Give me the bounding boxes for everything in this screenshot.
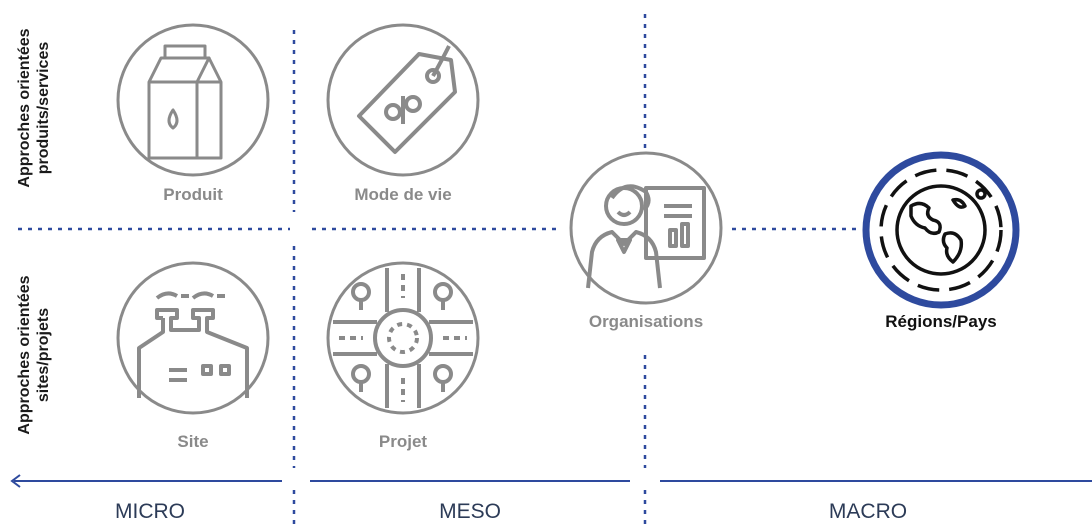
axis-label-products-services: Approches orientées produits/services <box>15 8 55 208</box>
price-tag-icon <box>326 23 480 177</box>
node-label-mode-de-vie: Mode de vie <box>354 185 452 204</box>
factory-icon <box>116 261 270 415</box>
node-label-organisations: Organisations <box>588 312 704 331</box>
axis-label-sites-projects-text: Approches orientées sites/projets <box>16 275 52 435</box>
scale-label-meso: MESO <box>439 500 501 523</box>
axis-arrowhead <box>10 474 21 488</box>
scale-label-macro: MACRO <box>828 500 908 523</box>
roundabout-icon <box>326 261 480 415</box>
node-label-regions-pays: Régions/Pays <box>885 312 997 331</box>
scale-label-micro: MICRO <box>115 500 185 523</box>
axis-label-products-services-text: Approches orientées produits/services <box>16 28 52 188</box>
node-label-projet: Projet <box>378 432 428 451</box>
globe-icon <box>862 151 1020 309</box>
node-label-site: Site <box>177 432 209 451</box>
axis-label-sites-projects: Approches orientées sites/projets <box>15 255 55 455</box>
node-label-produit: Produit <box>163 185 223 204</box>
presenter-icon <box>569 151 723 305</box>
milk-carton-icon <box>116 23 270 177</box>
